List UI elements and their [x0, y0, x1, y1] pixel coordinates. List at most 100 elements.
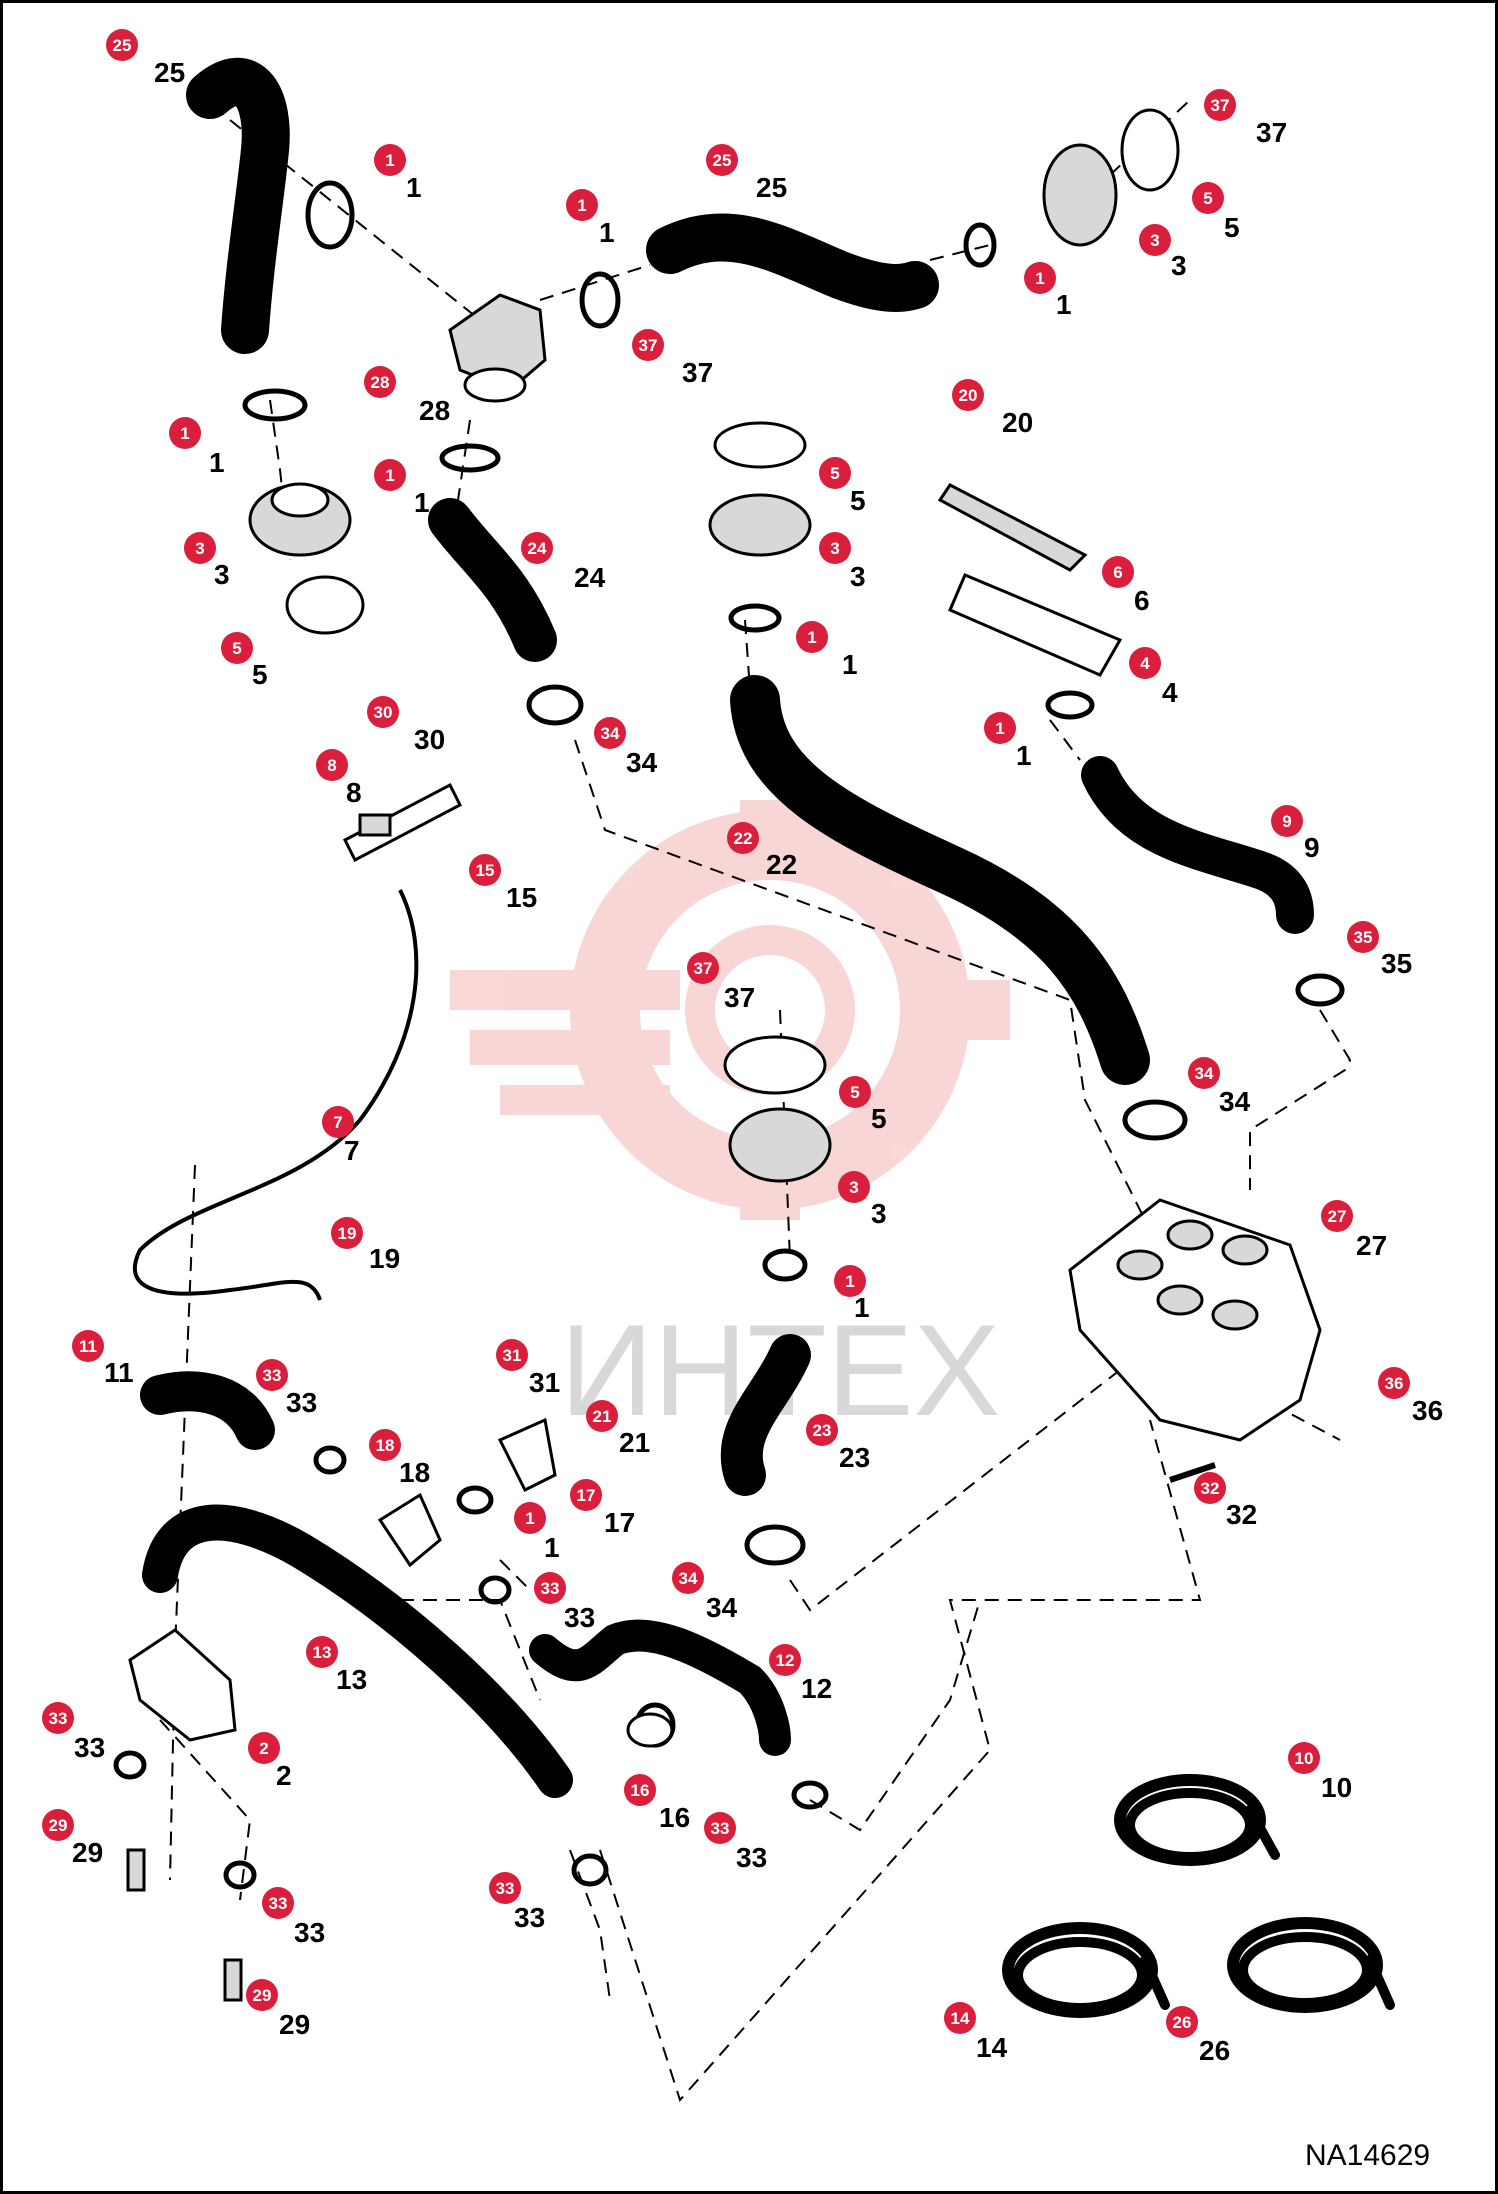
callout-badge — [586, 1400, 618, 1432]
callout-badge — [632, 329, 664, 361]
callout-label: 33 — [294, 1917, 325, 1948]
callout-label: 32 — [1226, 1499, 1257, 1530]
callout-badge — [838, 1171, 870, 1203]
callout-badge-number: 6 — [1113, 563, 1122, 582]
callout-label: 5 — [850, 485, 866, 516]
callout-badge-number: 5 — [850, 1083, 859, 1102]
callout-badge — [489, 1872, 521, 1904]
callout-badge — [534, 1572, 566, 1604]
callout-badge — [367, 696, 399, 728]
callout-badge — [1271, 805, 1303, 837]
hose-12 — [529, 1619, 791, 1756]
callout-badge — [944, 2002, 976, 2034]
callout-label: 37 — [1256, 117, 1287, 148]
callout-badge-number: 5 — [232, 639, 241, 658]
callout-badge-number: 1 — [385, 466, 394, 485]
callout-32: 32 32 — [1194, 1472, 1257, 1530]
callout-badge-number: 32 — [1201, 1479, 1220, 1498]
callout-badge — [672, 1562, 704, 1594]
callout-badge — [624, 1774, 656, 1806]
callout-badge — [1347, 921, 1379, 953]
hose-25-top — [646, 213, 939, 312]
hose-24 — [428, 498, 557, 662]
callout-badge-number: 20 — [959, 386, 978, 405]
callout-1: 11 — [374, 459, 430, 518]
callout-label: 5 — [871, 1103, 887, 1134]
callout-badge-number: 28 — [371, 373, 390, 392]
hose-25-left — [186, 57, 290, 354]
callout-badge — [1288, 1742, 1320, 1774]
callout-label: 11 — [104, 1357, 134, 1388]
callout-33: 33 33 — [262, 1887, 325, 1948]
callout-badge — [369, 1429, 401, 1461]
callout-badge — [834, 1265, 866, 1297]
callout-badge-number: 25 — [113, 36, 132, 55]
callout-badge-number: 16 — [631, 1781, 650, 1800]
callout-badge — [496, 1339, 528, 1371]
callout-label: 2 — [276, 1760, 292, 1791]
callout-badge-number: 3 — [1150, 231, 1159, 250]
hose-22 — [730, 675, 1150, 1085]
callout-label: 29 — [72, 1837, 103, 1868]
callout-badge — [469, 854, 501, 886]
callout-3: 33 — [184, 532, 230, 590]
callout-badge-number: 26 — [1173, 2013, 1192, 2032]
hose-11 — [140, 1371, 275, 1450]
callout-badge-number: 36 — [1385, 1374, 1404, 1393]
callout-label: 3 — [850, 561, 866, 592]
callout-label: 5 — [252, 659, 268, 690]
callout-label: 1 — [406, 172, 422, 203]
callout-badge — [1102, 556, 1134, 588]
callout-badge-number: 14 — [951, 2009, 970, 2028]
callout-badge-number: 21 — [593, 1407, 612, 1426]
callout-8: 88 — [316, 749, 362, 808]
callout-badge-number: 1 — [180, 424, 189, 443]
clamps — [113, 180, 1345, 1890]
callout-5: 55 — [1192, 182, 1240, 243]
callout-badge — [706, 144, 738, 176]
callout-1: 11 — [374, 144, 422, 203]
callout-badge-number: 7 — [333, 1113, 342, 1132]
callout-badge — [1166, 2006, 1198, 2038]
callout-badge — [819, 457, 851, 489]
callout-badge-number: 23 — [813, 1421, 832, 1440]
callout-5: 55 — [839, 1076, 887, 1134]
callout-label: 1 — [854, 1292, 870, 1323]
callout-label: 33 — [286, 1387, 317, 1418]
callout-label: 18 — [399, 1457, 430, 1488]
callout-badge-number: 35 — [1354, 928, 1373, 947]
callout-badge — [1321, 1200, 1353, 1232]
callout-badge-number: 25 — [713, 151, 732, 170]
callout-label: 16 — [659, 1802, 690, 1833]
callout-badge — [1139, 224, 1171, 256]
callout-1: 11 — [169, 417, 225, 478]
callout-badge-number: 1 — [385, 151, 394, 170]
callout-badge — [727, 822, 759, 854]
callout-label: 34 — [1219, 1086, 1251, 1117]
callout-badge-number: 33 — [269, 1894, 288, 1913]
callout-badge-number: 3 — [849, 1178, 858, 1197]
hose-9 — [1081, 756, 1314, 934]
callout-1: 11 — [566, 189, 615, 248]
callout-badge-number: 1 — [845, 1272, 854, 1291]
callout-badge-number: 5 — [1203, 189, 1212, 208]
callout-badge-number: 33 — [263, 1366, 282, 1385]
callout-badge — [246, 1979, 278, 2011]
